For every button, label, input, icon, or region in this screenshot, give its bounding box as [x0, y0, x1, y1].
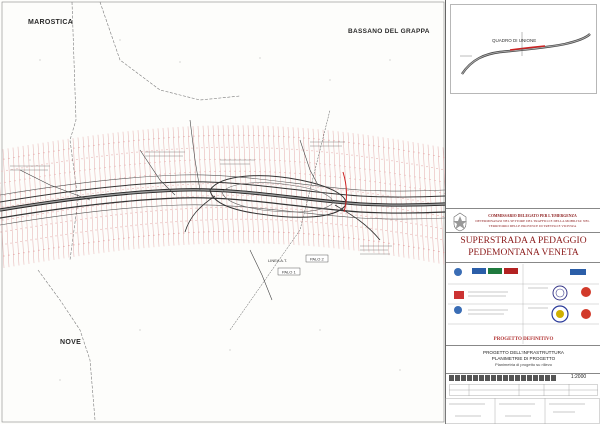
drawing-scale: 1:2000: [570, 374, 587, 380]
signature-strip: [445, 398, 600, 424]
side-roads: [19, 119, 319, 301]
subject-line-2: PLANIMETRIE DI PROGETTO: [491, 356, 556, 361]
palo-1-label: PALO 1: [282, 270, 296, 275]
linea-at-label: LINEA A.T.: [268, 258, 287, 263]
commissioner-line-3: TERRITORIO DELLE PROVINCE DI TREVISO E V…: [488, 224, 577, 228]
commissioner-line-1: COMMISSARIO DELEGATO PER L'EMERGENZA: [488, 214, 577, 218]
highway-alignment: [0, 174, 445, 226]
subject-line-3: Planimetria di progetto su rilievo: [495, 362, 552, 367]
key-plan: QUADRO DI UNIONE: [450, 4, 597, 94]
place-label-marostica: MAROSTICA: [28, 19, 74, 26]
annotation-marks: [10, 141, 392, 255]
terrain-dots: [29, 39, 401, 381]
project-title-line-2: PEDEMONTANA VENETA: [468, 248, 579, 258]
place-label-bassano: BASSANO DEL GRAPPA: [348, 28, 430, 35]
project-title-line-1: SUPERSTRADA A PEDAGGIO: [460, 236, 587, 246]
design-phase: PROGETTO DEFINITIVO: [493, 337, 554, 342]
key-plan-title: QUADRO DI UNIONE: [492, 38, 536, 43]
company-logos: [454, 268, 591, 323]
participants-grid: [448, 264, 599, 344]
palo-2-label: PALO 2: [310, 257, 324, 262]
palo-1-box: [277, 267, 301, 276]
revision-table: [449, 384, 598, 396]
subject-line-1: PROGETTO DELL'INFRASTRUTTURA: [483, 350, 564, 355]
survey-points-band: [0, 125, 445, 269]
republic-emblem-icon: [453, 212, 467, 232]
drawing-code-strip: [449, 375, 557, 381]
title-block: QUADRO DI UNIONE COMMISSARIO DELEGATO PE…: [445, 0, 600, 424]
sheet-border: [1, 1, 445, 423]
place-label-nove: NOVE: [60, 339, 82, 346]
power-line: [229, 109, 331, 331]
palo-2-box: [305, 254, 329, 263]
municipal-boundaries: [37, 1, 241, 421]
planimetry-drawing: LINEA A.T. PALO 1 PALO 2: [0, 1, 445, 423]
red-link-curve: [342, 171, 347, 213]
commissioner-line-2: DETERMINATASI NEL SETTORE DEL TRAFFICO E…: [475, 219, 590, 223]
